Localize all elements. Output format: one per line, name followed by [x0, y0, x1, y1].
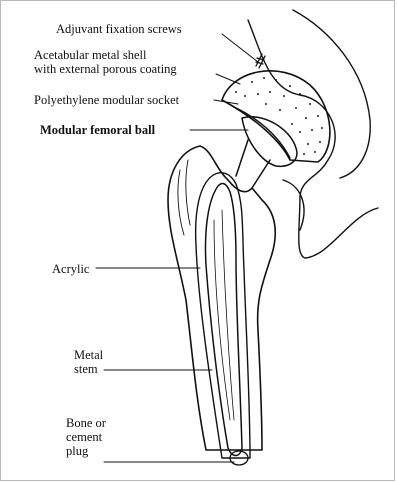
trochanter-texture: [178, 160, 190, 235]
acetabular-shell: [222, 71, 330, 162]
poly-socket-line: [232, 106, 290, 158]
pelvis-outline: [248, 20, 378, 258]
label-polyethylene-socket: Polyethylene modular socket: [34, 93, 179, 107]
leader-socket: [214, 100, 238, 104]
metal-stem: [206, 184, 243, 456]
stem-shading: [214, 210, 234, 420]
leader-screws: [222, 34, 258, 62]
leader-shell: [216, 74, 240, 84]
label-acetabular-shell: Acetabular metal shell with external por…: [34, 48, 177, 76]
label-acrylic: Acrylic: [52, 262, 89, 276]
label-femoral-ball: Modular femoral ball: [40, 123, 155, 137]
label-fixation-screws: Adjuvant fixation screws: [56, 22, 182, 36]
pelvis-lower-line: [283, 180, 304, 230]
label-metal-stem: Metal stem: [74, 348, 103, 376]
label-bone-plug: Bone or cement plug: [66, 416, 106, 458]
